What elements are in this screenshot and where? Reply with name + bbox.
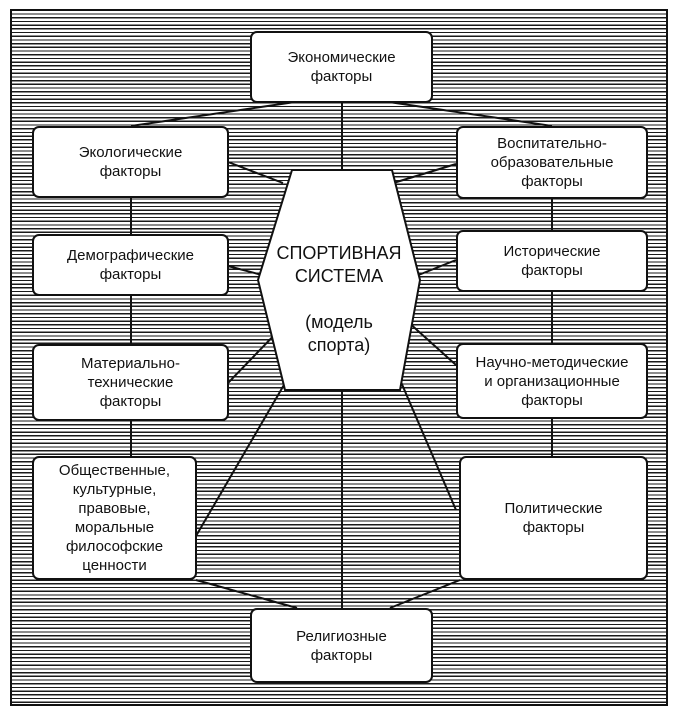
connector-political-religious — [389, 579, 461, 609]
box-scientific-factors: Научно-методические и организационные фа… — [456, 343, 648, 419]
connector-social-religious — [195, 579, 298, 609]
connector-economic-educational — [381, 100, 553, 127]
box-social-values: Общественные, культурные, правовые, мора… — [32, 456, 197, 580]
connector-economic-ecological — [130, 100, 303, 127]
center-subtitle: (модель спорта) — [305, 312, 373, 355]
box-political-factors: Политические факторы — [459, 456, 648, 580]
connector-educational-center — [389, 163, 457, 185]
connector-historical-center — [415, 259, 457, 277]
box-economic-factors: Экономические факторы — [250, 31, 433, 103]
center-hexagon — [256, 169, 422, 391]
connector-scientific-center — [406, 320, 457, 366]
box-ecological-factors: Экологические факторы — [32, 126, 229, 198]
connector-ecological-center — [227, 161, 284, 184]
box-religious-factors: Религиозные факторы — [250, 608, 433, 683]
center-hexagon-label: СПОРТИВНАЯ СИСТЕМА (модель спорта) — [262, 242, 416, 382]
connector-political-center — [397, 374, 457, 511]
box-historical-factors: Исторические факторы — [456, 230, 648, 292]
center-title: СПОРТИВНАЯ СИСТЕМА — [276, 243, 402, 286]
box-demographic-factors: Демографические факторы — [32, 234, 229, 296]
connector-social-center — [195, 377, 289, 537]
box-educational-factors: Воспитательно- образовательные факторы — [456, 126, 648, 199]
box-material-factors: Материально- технические факторы — [32, 344, 229, 421]
connector-demographic-center — [227, 265, 263, 276]
